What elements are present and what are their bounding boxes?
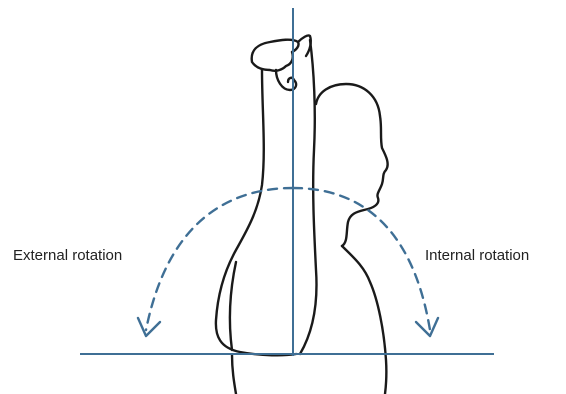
head-profile [316,84,388,246]
internal-arrowhead [416,318,438,336]
axes [80,8,494,356]
neck-and-chest [342,246,386,394]
internal-rotation-label: Internal rotation [425,248,529,263]
fist [252,40,299,71]
arm-inner-edge [300,40,316,354]
external-rotation-label: External rotation [13,248,122,263]
external-rotation-arc [146,188,293,330]
elbow-crease [230,262,236,350]
arrowheads [138,318,438,336]
finger-crease [298,35,311,56]
rotation-arcs [146,188,430,330]
lower-torso-left [232,355,236,394]
arm-outer-edge [216,70,296,355]
body-outline [216,35,388,394]
